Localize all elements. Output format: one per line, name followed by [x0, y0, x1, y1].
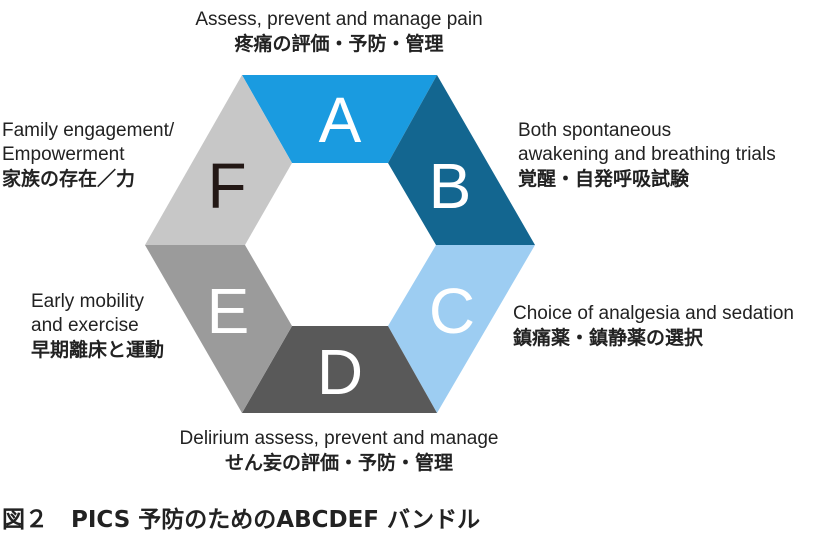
label-b-jp: 覚醒・自発呼吸試験: [518, 168, 690, 190]
segment-a-letter: A: [319, 84, 362, 156]
segment-d-letter: D: [317, 336, 363, 408]
label-c-en: Choice of analgesia and sedation: [513, 303, 794, 324]
label-c-jp: 鎮痛薬・鎮静薬の選択: [513, 327, 704, 349]
label-a-jp: 疼痛の評価・予防・管理: [234, 33, 444, 55]
segment-f-letter: F: [207, 150, 246, 222]
label-f: Family engagement/ Empowerment 家族の存在／力: [2, 119, 174, 191]
segment-c: [388, 245, 535, 413]
label-b: Both spontaneous awakening and breathing…: [518, 119, 776, 191]
segment-d: [242, 326, 437, 413]
label-f-en-line2: Empowerment: [2, 144, 125, 165]
segment-f: [145, 75, 292, 245]
segment-c-letter: C: [429, 275, 475, 347]
label-b-en-line2: awakening and breathing trials: [518, 144, 776, 165]
label-a-en: Assess, prevent and manage pain: [195, 9, 483, 30]
segment-e-letter: E: [207, 275, 250, 347]
label-a: Assess, prevent and manage pain 疼痛の評価・予防…: [139, 8, 539, 56]
label-b-en-line1: Both spontaneous: [518, 120, 672, 141]
label-e-en-line1: Early mobility: [31, 291, 144, 312]
segment-e: [145, 245, 292, 413]
label-e-jp: 早期離床と運動: [31, 339, 165, 361]
label-d-jp: せん妄の評価・予防・管理: [224, 452, 453, 474]
label-f-jp: 家族の存在／力: [2, 168, 136, 190]
label-e: Early mobility and exercise 早期離床と運動: [31, 290, 164, 362]
label-d: Delirium assess, prevent and manage せん妄の…: [139, 427, 539, 475]
segment-a: [242, 75, 437, 163]
segment-b-letter: B: [429, 150, 472, 222]
segment-b: [388, 75, 535, 245]
label-f-en-line1: Family engagement/: [2, 120, 175, 141]
label-e-en-line2: and exercise: [31, 315, 139, 336]
label-c: Choice of analgesia and sedation 鎮痛薬・鎮静薬…: [513, 302, 794, 350]
figure-caption: 図２ PICS 予防のためのABCDEF バンドル: [2, 507, 481, 533]
label-d-en: Delirium assess, prevent and manage: [179, 428, 499, 449]
